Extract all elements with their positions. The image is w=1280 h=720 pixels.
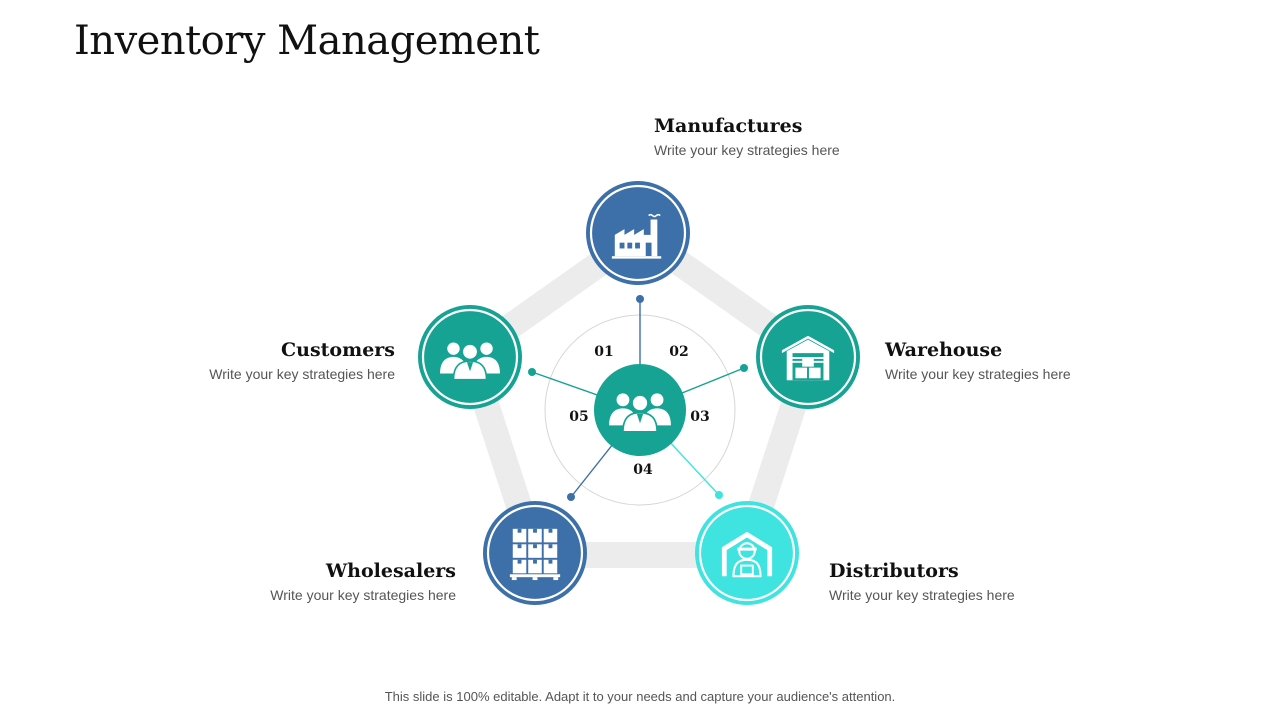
node-customers: [418, 305, 522, 409]
pallet-boxes-icon: [509, 528, 561, 581]
node-ring-wholesalers: [486, 504, 584, 602]
warehouse-title: Warehouse: [885, 339, 1003, 361]
node-ring-warehouse: [759, 308, 857, 406]
label-warehouse: Warehouse Write your key strategies here: [885, 338, 1071, 384]
manufactures-desc: Write your key strategies here: [654, 142, 840, 158]
connector-dot-customers: [528, 368, 536, 376]
node-ring-distributors: [698, 504, 796, 602]
connector-dot-warehouse: [740, 364, 748, 372]
node-distributors: [695, 501, 799, 605]
number-01: 01: [594, 344, 614, 360]
node-warehouse: [756, 305, 860, 409]
customers-desc: Write your key strategies here: [209, 366, 395, 382]
number-03: 03: [690, 409, 710, 425]
number-04: 04: [633, 462, 653, 478]
distributors-desc: Write your key strategies here: [829, 587, 1015, 603]
distributors-title: Distributors: [829, 560, 959, 582]
node-ring-manufactures: [589, 184, 687, 282]
center-hub: [594, 364, 686, 456]
node-manufactures: [586, 181, 690, 285]
label-wholesalers: Wholesalers Write your key strategies he…: [270, 559, 456, 605]
footer-note: This slide is 100% editable. Adapt it to…: [384, 689, 896, 704]
wholesalers-desc: Write your key strategies here: [270, 587, 456, 603]
node-wholesalers: [483, 501, 587, 605]
node-circles: [418, 181, 860, 605]
customers-title: Customers: [281, 339, 395, 361]
node-circle-distributors: [695, 501, 799, 605]
connector-dot-wholesalers: [567, 493, 575, 501]
manufactures-title: Manufactures: [654, 115, 803, 137]
wholesalers-title: Wholesalers: [325, 560, 456, 582]
node-ring-customers: [421, 308, 519, 406]
warehouse-desc: Write your key strategies here: [885, 366, 1071, 382]
number-05: 05: [569, 409, 589, 425]
connector-dot-manufactures: [636, 295, 644, 303]
page-title: Inventory Management: [74, 18, 540, 64]
label-manufactures: Manufactures Write your key strategies h…: [654, 114, 840, 160]
number-02: 02: [669, 344, 689, 360]
label-distributors: Distributors Write your key strategies h…: [829, 559, 1015, 605]
label-customers: Customers Write your key strategies here: [209, 338, 395, 384]
connector-dot-distributors: [715, 491, 723, 499]
